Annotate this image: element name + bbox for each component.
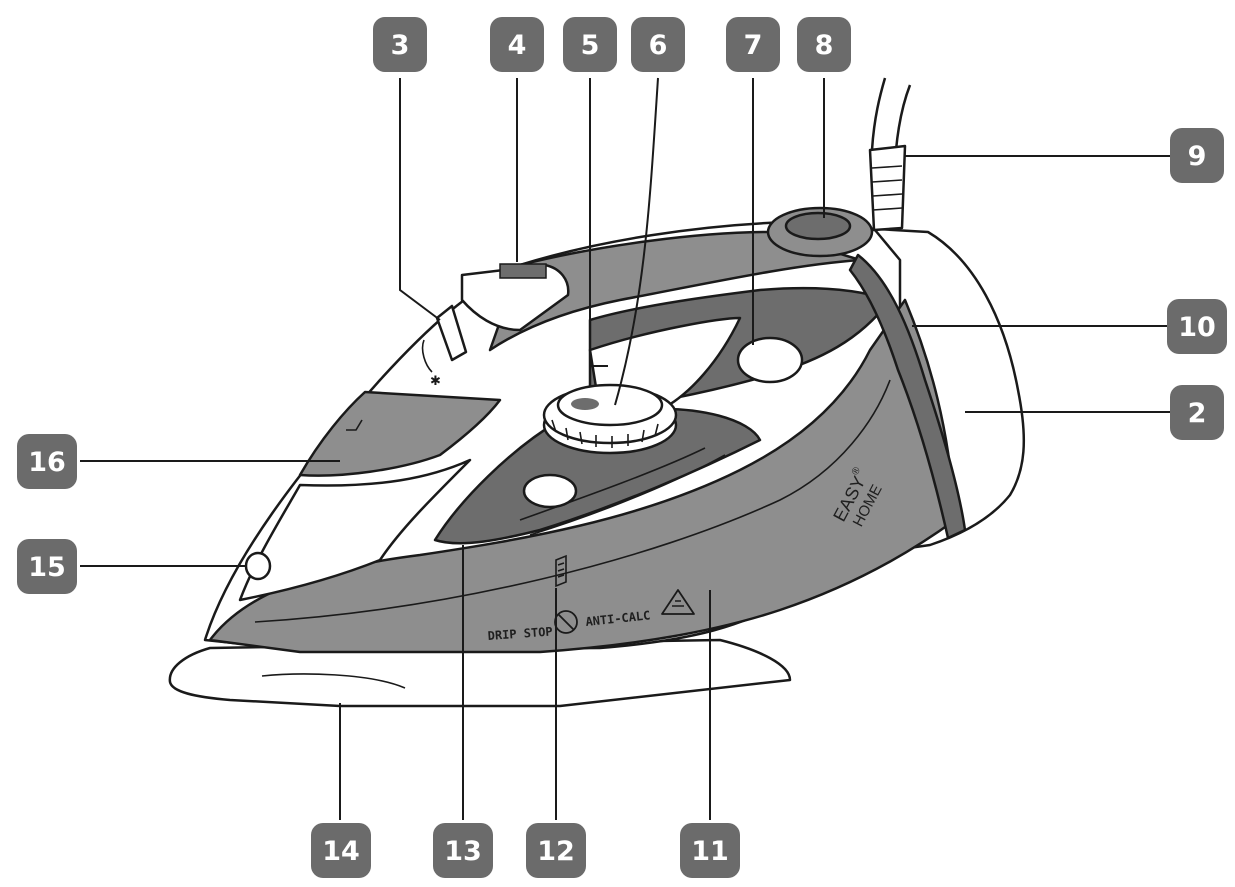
svg-text:16: 16 [28, 447, 66, 478]
callout-badge-10: 10 [1167, 299, 1227, 354]
callout-badge-15: 15 [17, 539, 77, 594]
callout-badge-14: 14 [311, 823, 371, 878]
cord-release-button [522, 473, 578, 509]
callout-badge-12: 12 [526, 823, 586, 878]
svg-text:6: 6 [649, 30, 668, 61]
callout-badges: 3 4 5 6 7 8 9 10 [17, 17, 1227, 878]
svg-text:7: 7 [744, 30, 763, 61]
self-clean-button [784, 211, 852, 241]
leader-lines [80, 77, 1170, 820]
cord-guard [868, 144, 907, 232]
front-console [433, 407, 762, 545]
callout-badge-5: 5 [563, 17, 617, 72]
steam-knob-indicator [571, 398, 599, 410]
svg-text:2: 2 [1188, 398, 1207, 429]
svg-text:15: 15 [28, 552, 66, 583]
handle-band [488, 230, 862, 352]
callout-badge-7: 7 [726, 17, 780, 72]
svg-text:10: 10 [1178, 312, 1216, 343]
spray-icon: ✱ [430, 374, 441, 389]
callout-badge-16: 16 [17, 434, 77, 489]
soleplate [168, 638, 792, 708]
water-tank [298, 390, 502, 477]
warning-triangle-icon [661, 589, 695, 615]
svg-text:3: 3 [391, 30, 410, 61]
svg-text:11: 11 [691, 836, 729, 867]
steam-knob-teeth [551, 419, 659, 448]
steam-boost-button [460, 263, 570, 332]
callout-badge-4: 4 [490, 17, 544, 72]
power-cord [870, 77, 912, 151]
svg-text:5: 5 [581, 30, 600, 61]
anti-calc-marking: ANTI-CALC [585, 608, 651, 629]
steam-knob-top [556, 383, 664, 427]
iron-illustration: ✱ DRIP STOP ANTI-CALC [168, 77, 1026, 708]
console-stripe-1 [519, 447, 706, 521]
callout-badge-9: 9 [1170, 128, 1224, 183]
max-fill-mark [346, 419, 363, 431]
callout-badge-6: 6 [631, 17, 685, 72]
max-fill-indicator [555, 554, 567, 588]
spray-button [435, 304, 468, 362]
callout-badge-13: 13 [433, 823, 493, 878]
svg-text:9: 9 [1188, 141, 1207, 172]
steam-boost-grip [499, 263, 547, 279]
soleplate-edge-line [261, 673, 406, 689]
svg-text:14: 14 [322, 836, 360, 867]
pilot-light [736, 336, 804, 384]
tank-lower-white [238, 458, 472, 602]
svg-text:13: 13 [444, 836, 482, 867]
cord-guard-ridges [871, 165, 903, 211]
svg-text:8: 8 [815, 30, 834, 61]
spray-nozzle [244, 551, 272, 581]
svg-text:12: 12 [537, 836, 575, 867]
leader-6 [614, 77, 659, 406]
leader-3 [399, 78, 441, 321]
spray-mark-lines [421, 339, 433, 373]
callout-badge-3: 3 [373, 17, 427, 72]
leader-5 [589, 78, 608, 367]
drip-stop-marking: DRIP STOP [487, 624, 553, 643]
callout-badge-8: 8 [797, 17, 851, 72]
callout-badge-2: 2 [1170, 385, 1224, 440]
callout-badge-11: 11 [680, 823, 740, 878]
side-arc-line [254, 379, 891, 623]
svg-text:4: 4 [508, 30, 527, 61]
handle-rear-band [848, 253, 967, 540]
console-stripe-2 [529, 454, 726, 536]
